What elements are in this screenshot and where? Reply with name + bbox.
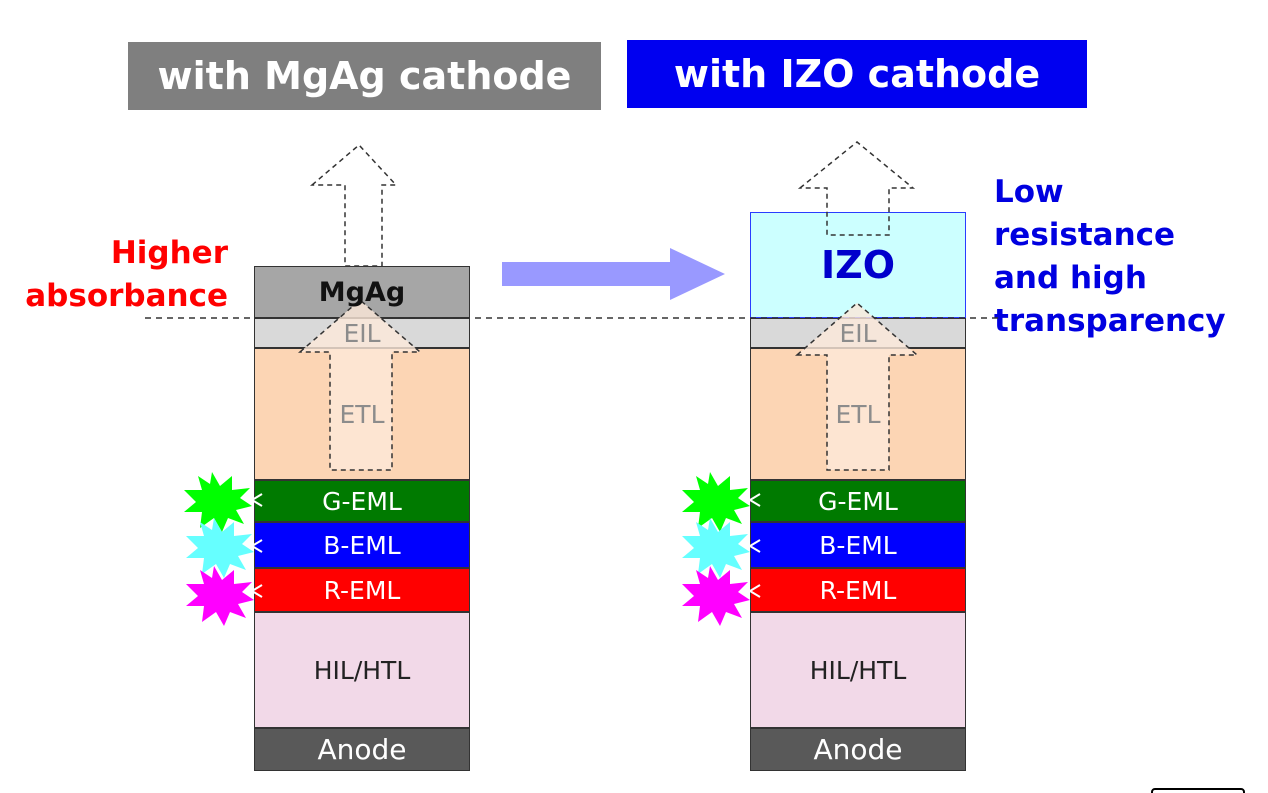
r-eml-label: R-EML <box>819 575 897 605</box>
anode-layer: Anode <box>750 728 966 771</box>
hil-htl-label: HIL/HTL <box>809 655 907 685</box>
izo-cathode-title-text: with IZO cathode <box>673 52 1041 96</box>
magenta-burst-icon <box>186 566 254 626</box>
r-eml-layer: R-EML <box>254 568 470 612</box>
note-line: resistance <box>994 217 1176 253</box>
g-eml-label: G-EML <box>818 486 898 516</box>
mgag-cathode-title-text: with MgAg cathode <box>157 54 572 98</box>
mgag-device-stack: MgAg EIL ETL G-EML B-EML R-EML HIL/HTL A… <box>254 266 472 771</box>
anode-label: Anode <box>317 733 407 766</box>
izo-cathode-title: with IZO cathode <box>627 40 1087 108</box>
mgag-cathode-title: with MgAg cathode <box>128 42 601 110</box>
etl-layer: ETL <box>254 348 470 480</box>
magenta-burst-icon <box>682 566 750 626</box>
note-line: Low <box>994 174 1064 210</box>
eil-label: EIL <box>343 318 381 348</box>
hil-htl-layer: HIL/HTL <box>254 612 470 728</box>
b-eml-layer: B-EML <box>254 522 470 568</box>
anode-layer: Anode <box>254 728 470 771</box>
g-eml-label: G-EML <box>322 486 402 516</box>
etl-label: ETL <box>339 399 385 429</box>
green-burst-icon <box>184 472 252 532</box>
low-resistance-note: Low resistance and high transparency <box>994 171 1226 343</box>
b-eml-label: B-EML <box>819 530 897 560</box>
note-line: absorbance <box>25 278 228 314</box>
higher-absorbance-note: Higher absorbance <box>0 232 228 318</box>
hil-htl-label: HIL/HTL <box>313 655 411 685</box>
g-eml-layer: G-EML <box>750 480 966 522</box>
eil-layer: EIL <box>750 318 966 348</box>
r-eml-label: R-EML <box>323 575 401 605</box>
b-eml-layer: B-EML <box>750 522 966 568</box>
hil-htl-layer: HIL/HTL <box>750 612 966 728</box>
anode-label: Anode <box>813 733 903 766</box>
corner-box <box>1151 788 1245 793</box>
etl-label: ETL <box>835 399 881 429</box>
transition-arrow-icon <box>502 248 725 300</box>
cyan-burst-icon <box>682 518 750 578</box>
note-line: and high <box>994 260 1147 296</box>
cyan-burst-icon <box>186 518 254 578</box>
mgag-cathode-label: MgAg <box>318 276 406 308</box>
izo-cathode-label: IZO <box>821 243 895 287</box>
g-eml-layer: G-EML <box>254 480 470 522</box>
note-line: Higher <box>110 235 228 271</box>
green-burst-icon <box>682 472 750 532</box>
mgag-cathode-layer: MgAg <box>254 266 470 318</box>
r-eml-layer: R-EML <box>750 568 966 612</box>
izo-cathode-layer: IZO <box>750 212 966 318</box>
note-line: transparency <box>994 303 1226 339</box>
izo-device-stack: IZO EIL ETL G-EML B-EML R-EML HIL/HTL An… <box>750 212 968 771</box>
eil-label: EIL <box>839 318 877 348</box>
etl-layer: ETL <box>750 348 966 480</box>
b-eml-label: B-EML <box>323 530 401 560</box>
emission-arrow-outline-icon <box>309 143 398 267</box>
eil-layer: EIL <box>254 318 470 348</box>
